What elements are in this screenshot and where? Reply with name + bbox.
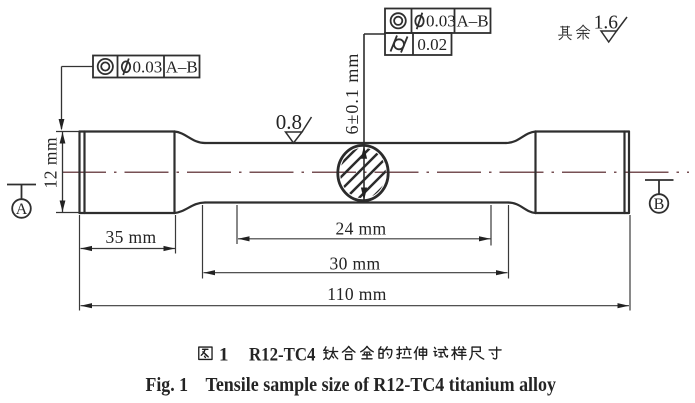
svg-text:B: B — [654, 196, 665, 213]
svg-text:A: A — [16, 201, 28, 218]
svg-text:12 mm: 12 mm — [41, 137, 61, 189]
svg-text:0.03: 0.03 — [426, 12, 456, 31]
svg-text:A–B: A–B — [166, 57, 198, 76]
svg-text:A–B: A–B — [456, 12, 488, 31]
svg-text:30 mm: 30 mm — [329, 254, 380, 274]
svg-text:24 mm: 24 mm — [335, 219, 386, 239]
svg-text:35 mm: 35 mm — [105, 227, 156, 247]
svg-text:0.03: 0.03 — [133, 57, 163, 76]
svg-text:0.02: 0.02 — [417, 35, 447, 54]
svg-text:0.8: 0.8 — [276, 110, 302, 134]
svg-text:6±0.1 mm: 6±0.1 mm — [342, 53, 362, 135]
svg-text:R12-TC4: R12-TC4 — [249, 345, 316, 366]
svg-text:Fig. 1: Fig. 1 — [146, 374, 189, 396]
svg-text:1: 1 — [219, 345, 229, 366]
svg-text:110 mm: 110 mm — [327, 284, 387, 304]
svg-text:1.6: 1.6 — [594, 12, 619, 33]
svg-text:Tensile sample size of R12-TC4: Tensile sample size of R12-TC4 titanium … — [206, 374, 557, 396]
